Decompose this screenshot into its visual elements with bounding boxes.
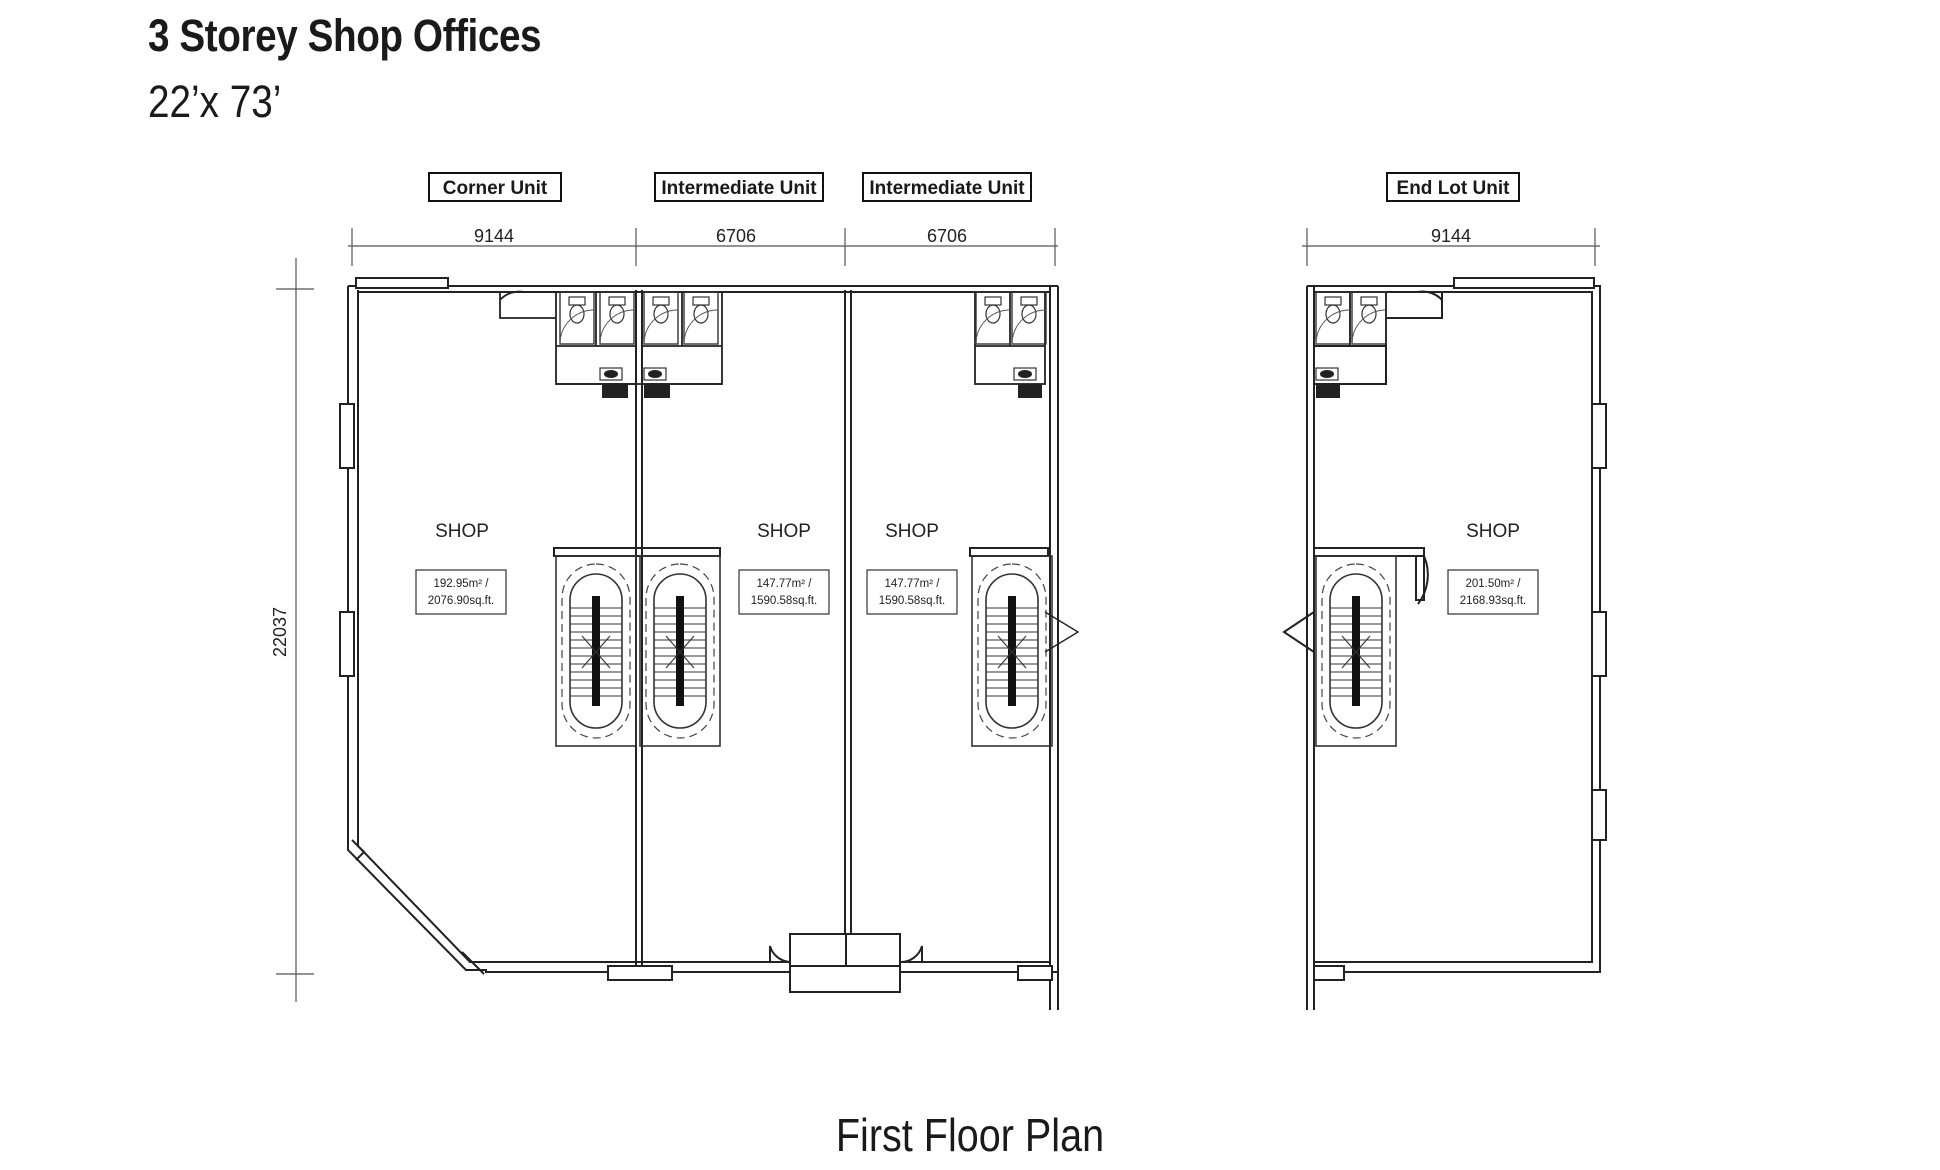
area-m2-end-lot: 201.50m² / (1466, 578, 1522, 590)
room-name-intermediate-2: SHOP (885, 521, 939, 542)
area-sqft-intermediate-1: 1590.58sq.ft. (751, 595, 818, 607)
room-name-end-lot: SHOP (1466, 521, 1520, 542)
room-name-intermediate-1: SHOP (757, 521, 811, 542)
drawing-subtitle: 22’x 73’ (148, 76, 282, 127)
dim-depth: 22037 (270, 607, 290, 657)
unit-label-end-lot: End Lot Unit (1386, 172, 1520, 202)
drawing-title: 3 Storey Shop Offices (148, 10, 542, 61)
unit-label-corner: Corner Unit (428, 172, 562, 202)
area-sqft-end-lot: 2168.93sq.ft. (1460, 595, 1527, 607)
dim-intermediate-2-width: 6706 (927, 226, 967, 246)
plan-caption: First Floor Plan (835, 1109, 1105, 1161)
room-name-corner: SHOP (435, 521, 489, 542)
unit-label-intermediate-1: Intermediate Unit (654, 172, 824, 202)
area-box-intermediate-1 (738, 569, 830, 615)
dim-intermediate-1-width: 6706 (716, 226, 756, 246)
area-m2-intermediate-1: 147.77m² / (757, 578, 813, 590)
area-m2-corner: 192.95m² / (434, 578, 490, 590)
unit-label-intermediate-2: Intermediate Unit (862, 172, 1032, 202)
area-sqft-intermediate-2: 1590.58sq.ft. (879, 595, 946, 607)
dim-corner-width: 9144 (474, 226, 514, 246)
area-box-end-lot (1447, 569, 1539, 615)
area-box-intermediate-2 (866, 569, 958, 615)
area-box-corner (415, 569, 507, 615)
area-sqft-corner: 2076.90sq.ft. (428, 595, 495, 607)
dim-end-lot-width: 9144 (1431, 226, 1471, 246)
area-m2-intermediate-2: 147.77m² / (885, 578, 941, 590)
